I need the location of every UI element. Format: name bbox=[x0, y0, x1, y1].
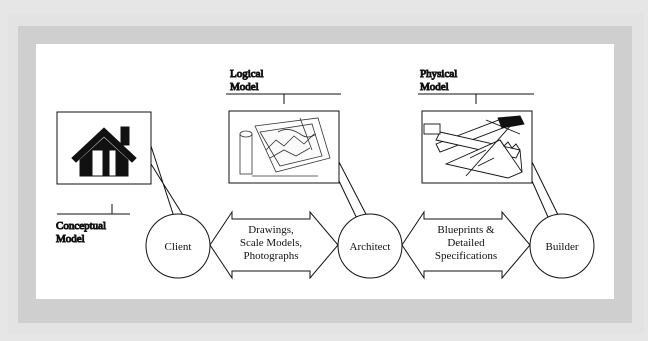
conceptual-model-label-line1: Conceptual bbox=[56, 220, 106, 232]
physical-model-label-line1: Physical bbox=[420, 68, 457, 80]
logical-model-label-line2: Model bbox=[230, 81, 259, 93]
client-node bbox=[145, 213, 211, 279]
builder-node bbox=[529, 213, 595, 279]
architect-label: Architect bbox=[350, 241, 391, 253]
drawings-icon bbox=[239, 117, 331, 177]
house-icon bbox=[71, 126, 137, 177]
logical-picture-box bbox=[228, 110, 340, 184]
tools-icon bbox=[423, 115, 525, 179]
arrow2-line2: Detailed bbox=[447, 237, 485, 249]
conceptual-picture-box bbox=[56, 111, 152, 185]
architect-node bbox=[337, 213, 403, 279]
arrow1-line3: Photographs bbox=[244, 250, 299, 262]
logical-model-label-line1: Logical bbox=[230, 68, 264, 80]
arrow1-line1: Drawings, bbox=[248, 224, 294, 236]
physical-model-label-line2: Model bbox=[420, 81, 449, 93]
conceptual-model-label-line2: Model bbox=[56, 233, 85, 245]
client-wedge bbox=[150, 145, 187, 224]
arrow1-line2: Scale Models, bbox=[240, 237, 303, 249]
arrow2-line1: Blueprints & bbox=[437, 224, 495, 236]
builder-label: Builder bbox=[546, 241, 579, 253]
client-label: Client bbox=[165, 241, 192, 253]
physical-picture-box bbox=[421, 110, 533, 184]
arrow2-line3: Specifications bbox=[435, 250, 497, 262]
